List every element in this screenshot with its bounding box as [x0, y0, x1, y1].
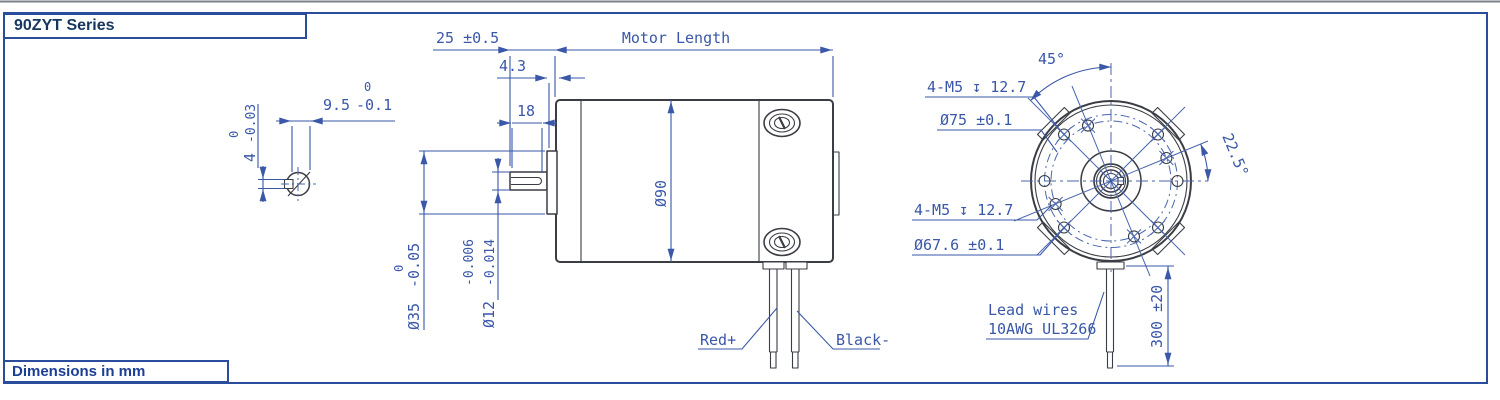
wire-tip — [1106, 351, 1114, 369]
dim-boss-diameter-tol-lo: -0.05 — [405, 243, 423, 288]
wire-grommet — [762, 261, 785, 270]
black-label-leader — [796, 310, 880, 350]
shaft-keyway — [511, 176, 543, 186]
rear-boss-tab — [833, 151, 840, 216]
dim-angle-22-5: 22.5° — [1218, 131, 1252, 180]
dim-boss-offset: 4.3 — [499, 57, 526, 75]
boss-dia-ext-lines — [419, 150, 545, 215]
dim-body-diameter: Ø90 — [652, 180, 670, 207]
dimensions-note-box: Dimensions in mm — [3, 360, 229, 383]
dim-shaft-diameter-tol-hi: -0.006 — [462, 239, 477, 286]
through-hole-left — [1038, 174, 1051, 188]
center-point — [1109, 179, 1113, 183]
dim-shaft-diameter: Ø12 — [480, 301, 498, 328]
dim-boss-diameter-tol-hi: 0 — [392, 265, 406, 272]
dimensions-note: Dimensions in mm — [12, 363, 146, 380]
shaft-section-detail: 9.5 -0.1 0 4 -0.03 0 — [227, 80, 395, 202]
screw-slot — [778, 235, 786, 249]
through-hole-right — [1171, 174, 1184, 188]
side-view: 25 ±0.5 Motor Length 4.3 18 Ø90 Ø35 -0.0… — [392, 29, 890, 369]
section-centerlines — [281, 167, 316, 201]
bolt-circle-outer-leader — [937, 129, 1058, 153]
flat-width-ext-lines — [291, 126, 311, 172]
red-wire — [768, 269, 778, 353]
section-flat-width-tol-lo: -0.1 — [356, 96, 392, 114]
red-label-leader — [698, 307, 778, 350]
label-wire-red: Red+ — [700, 331, 736, 349]
sheet-frame — [3, 12, 1488, 384]
label-bolt-circle-inner: Ø67.6 ±0.1 — [914, 236, 1004, 254]
label-tap-outer: 4-M5 ↧ 12.7 — [927, 78, 1026, 96]
label-bolt-circle-outer: Ø75 ±0.1 — [940, 111, 1012, 129]
angle-225-arc — [1200, 143, 1212, 182]
front-boss — [546, 150, 558, 215]
tap-outer-leader — [925, 96, 1061, 131]
series-title-box: 90ZYT Series — [3, 13, 307, 39]
flat-depth-ext-lines — [258, 178, 285, 190]
label-wire-black: Black- — [836, 331, 890, 349]
front-view: 45° 22.5° 4-M5 ↧ 12.7 Ø75 ±0.1 4-M5 ↧ 12… — [912, 50, 1252, 369]
section-flat-width-tol-hi: 0 — [364, 80, 371, 94]
section-flat-width: 9.5 — [323, 96, 350, 114]
dim-shaft-diameter-tol-lo: -0.014 — [483, 239, 498, 286]
label-tap-inner: 4-M5 ↧ 12.7 — [914, 201, 1013, 219]
bolt-circle-inner-leader — [912, 226, 1066, 256]
label-lead-wires-2: 10AWG UL3266 — [988, 320, 1096, 338]
dim-angle-45: 45° — [1038, 50, 1065, 68]
dim-lead-length: 300 ±20 — [1148, 285, 1166, 348]
angle-45-arc — [1030, 63, 1112, 101]
wire-grommet — [785, 261, 808, 270]
label-lead-wires-1: Lead wires — [988, 301, 1078, 319]
lead-wires-side — [762, 261, 808, 369]
screw-top — [763, 108, 801, 138]
screw-bottom — [763, 227, 801, 257]
tap-inner-leader — [912, 204, 1053, 221]
wire-grommet — [1096, 261, 1125, 270]
section-flat-depth-tol-hi: 0 — [227, 131, 241, 138]
lead-length-ext-lines — [1117, 265, 1174, 367]
dim-keyway-length: 18 — [517, 102, 535, 120]
section-flat-depth-tol-lo: -0.03 — [244, 104, 259, 143]
dim-boss-diameter: Ø35 — [405, 303, 423, 330]
red-wire-tip — [769, 351, 777, 369]
mounting-holes — [1038, 118, 1184, 244]
dim-shaft-extension: 25 ±0.5 — [436, 29, 499, 47]
series-title: 90ZYT Series — [14, 17, 115, 34]
dim-motor-length: Motor Length — [622, 29, 730, 47]
black-wire-tip — [791, 351, 799, 369]
lead-wire-front — [1096, 261, 1125, 369]
shaft-dia-ext-ticks — [492, 171, 510, 191]
black-wire — [790, 269, 800, 353]
screw-slot — [778, 116, 786, 130]
top-dim-ext-lines — [509, 56, 834, 166]
lead-wires-leader — [986, 291, 1105, 340]
section-flat-depth: 4 — [241, 153, 259, 162]
motor-body — [555, 99, 834, 263]
